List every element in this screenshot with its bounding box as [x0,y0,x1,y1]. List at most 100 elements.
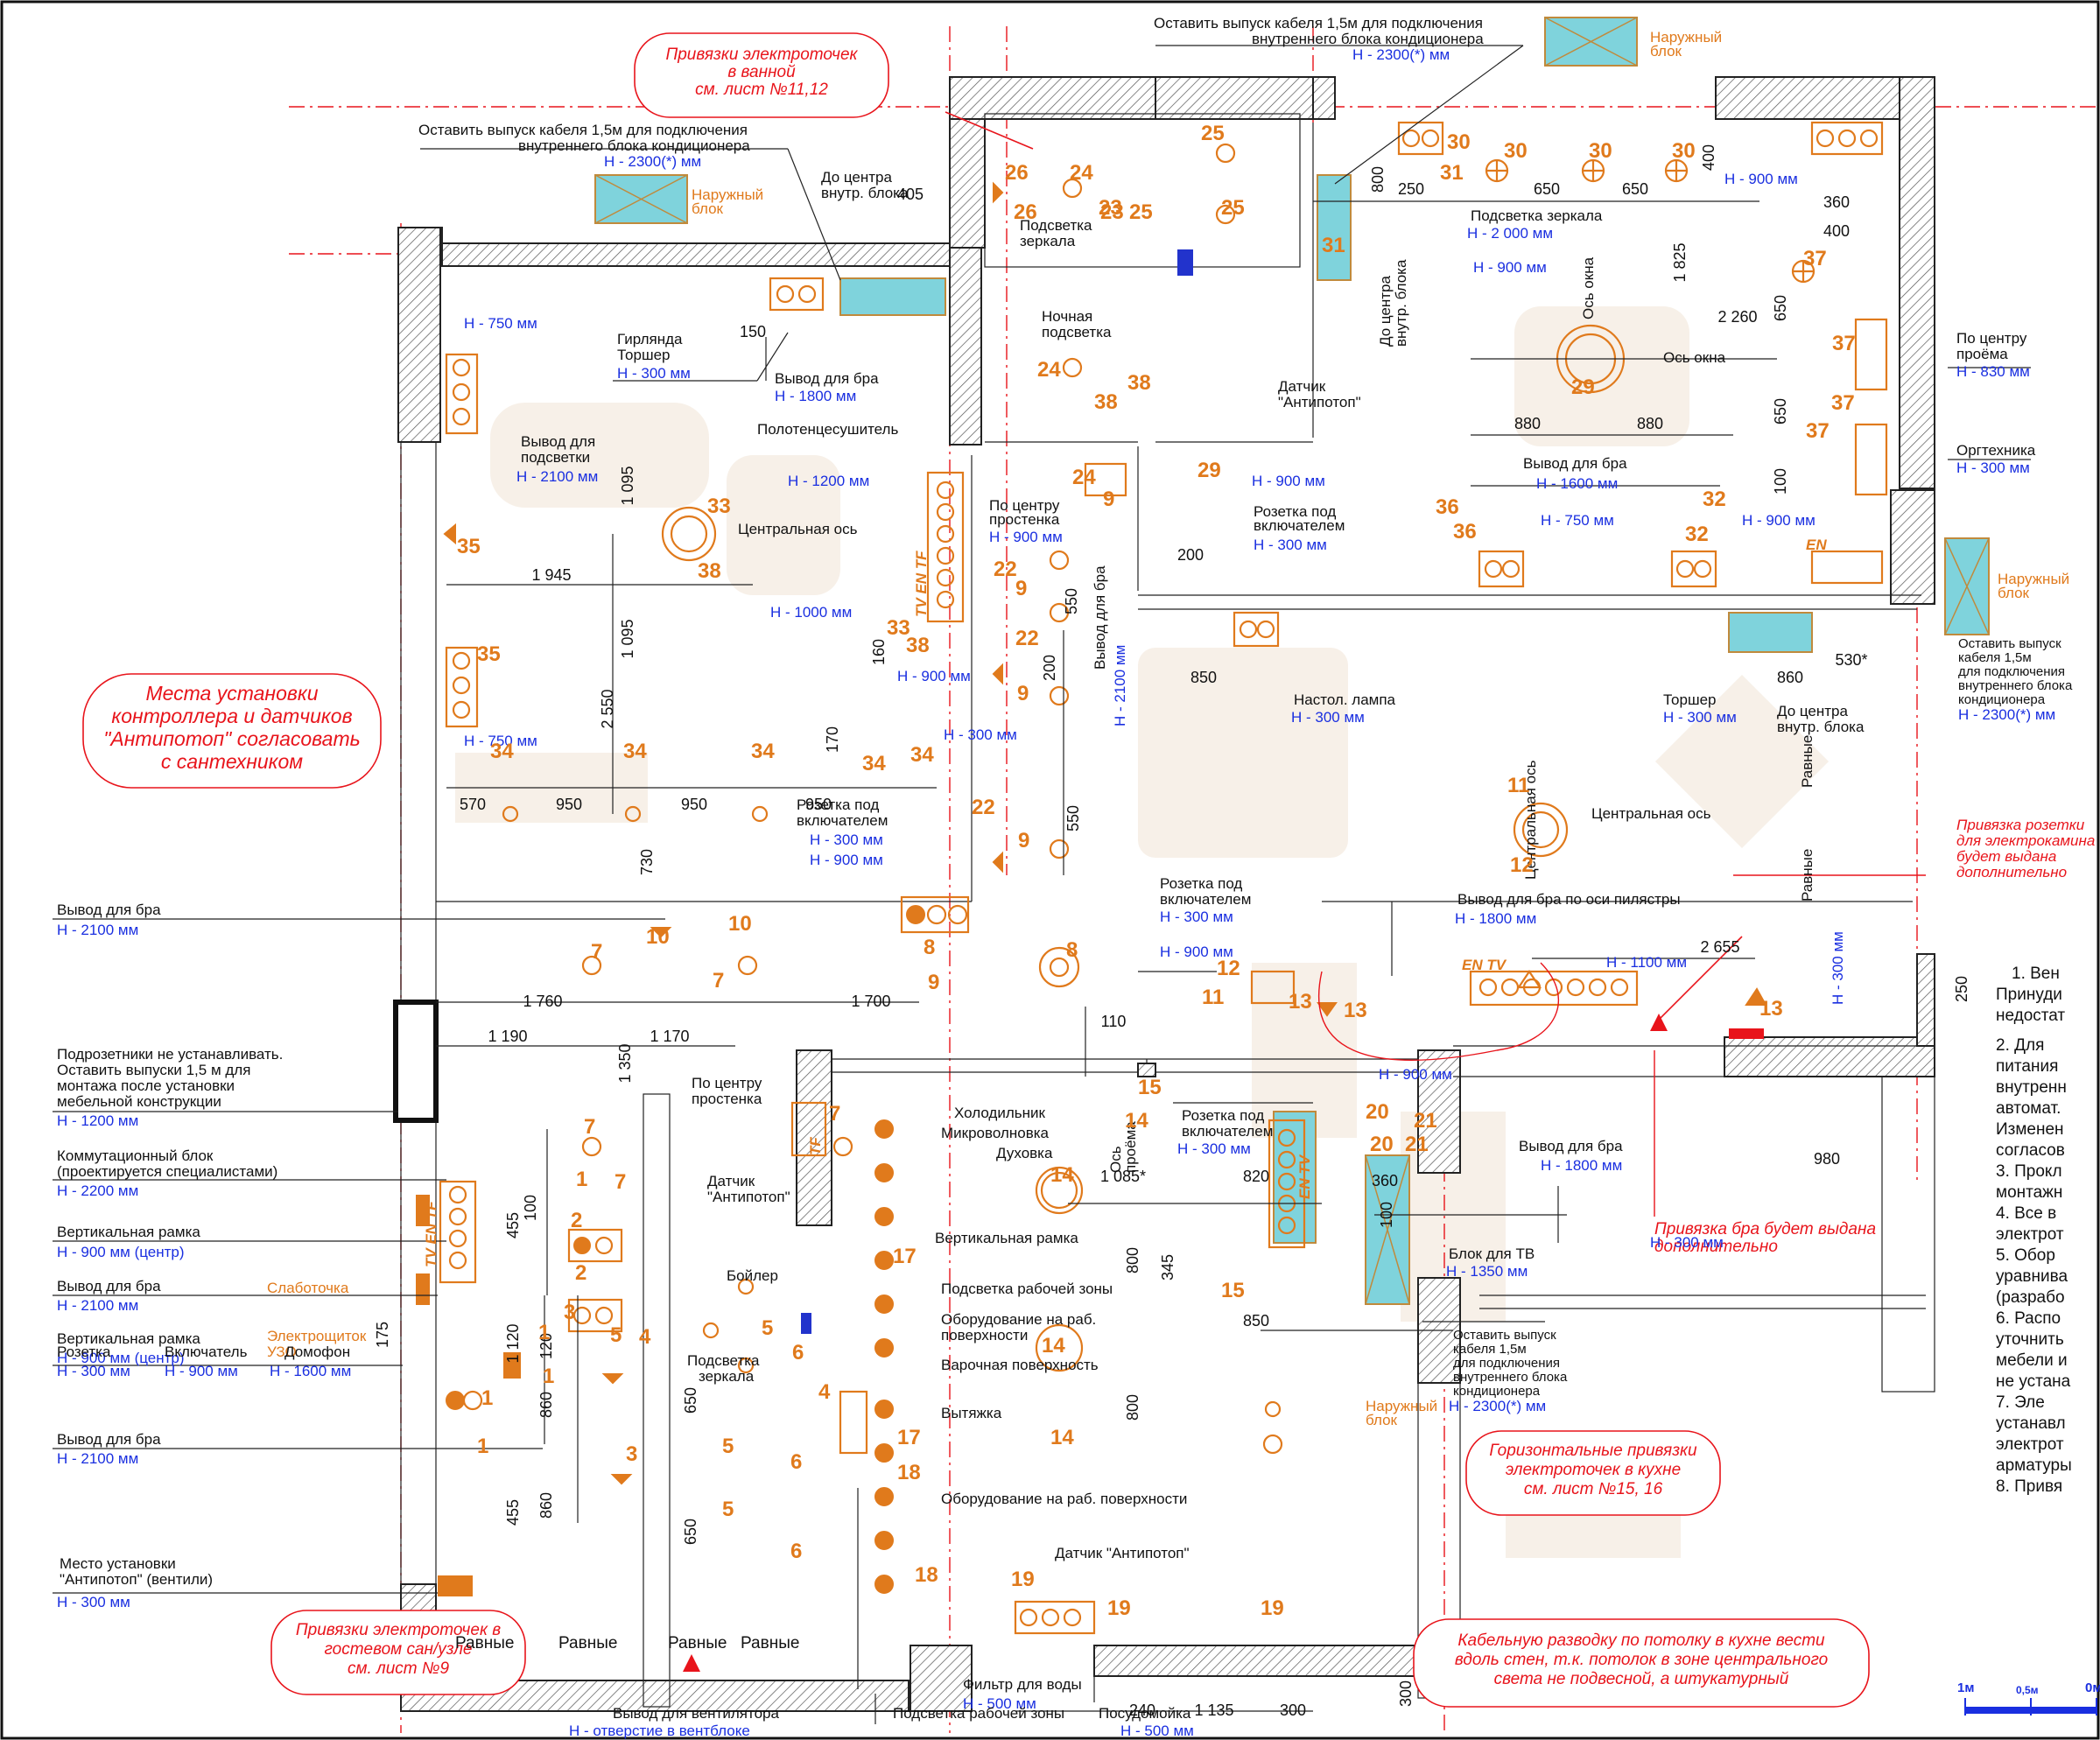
wall-light-outlets [443,181,1767,1485]
callout-text: До центра [1777,703,1849,719]
callout-text: Вытяжка [941,1405,1002,1421]
note-line: дополнительно [1956,864,2067,881]
callout-height: Н - 1350 мм [1446,1263,1528,1280]
note-line: 2. Для [1996,1036,2044,1055]
callout-height: Н - 900 мм [1742,512,1816,529]
device-number: 33 [887,616,910,640]
device-number: 34 [751,740,775,763]
device-number: 25 [1221,196,1245,220]
note-line: Горизонтальные привязки [1489,1442,1697,1460]
outdoor-label: Наружный [692,186,763,203]
device-number: 31 [1322,234,1345,257]
callout-height: Н - 1600 мм [1536,475,1618,492]
dim: 860 [537,1392,555,1418]
dim: 240 [1129,1701,1155,1719]
device-number: 13 [1759,997,1783,1021]
dim: 345 [1159,1254,1176,1280]
note-sockets-later: Привязка розетки для электрокамина будет… [1956,817,2095,881]
note-line: 3. Прокл [1996,1162,2062,1181]
dim: 650 [1622,180,1648,198]
callout-text: Розетка под [1254,503,1336,520]
note-line: 5. Обор [1996,1246,2055,1265]
device-number: 14 [1125,1109,1148,1133]
callout-text: Оборудование на раб. [941,1311,1096,1328]
callout-text: Розетка под [1182,1107,1264,1124]
device-number: 9 [1017,682,1029,705]
note-line: дополнительно [1654,1238,1778,1256]
outdoor-label: блок [692,200,724,217]
note-line: 1. Вен [2012,965,2060,983]
panel-box [416,1273,430,1305]
device-number: 35 [477,642,501,666]
note-line: с сантехником [161,750,303,773]
tv-en-tf-tag: TV EN TF [913,551,930,617]
socket-groups [439,121,1888,1635]
dim: 200 [1041,655,1058,681]
callout-text: для подключения [1958,664,2065,679]
callout-text: подсветки [521,449,590,466]
note-line: Кабельную разводку по потолку в кухне ве… [1457,1631,1825,1650]
callout-text: Ось [1107,1146,1124,1173]
device-number: 5 [610,1323,622,1347]
scale-bar [1964,1698,2097,1715]
note-line: устанавл [1996,1414,2066,1433]
socket-height: Н - 300 мм [57,1363,130,1379]
device-number: 36 [1453,520,1477,544]
device-number: 1 [538,1321,550,1344]
callout-text: Ночная [1042,308,1092,325]
callout-height: Н - 300 мм [1177,1140,1251,1157]
callout-text: Вывод для бра [775,370,879,387]
note-line: электрот [1996,1225,2064,1244]
dim: 730 [638,849,656,875]
callout-height: Н - 900 мм [1379,1066,1452,1083]
device-number: 6 [790,1540,802,1563]
device-number: 30 [1447,130,1471,154]
callout-height: Н - 2 000 мм [1467,225,1553,242]
note-line: внутренн [1996,1078,2067,1097]
callout-height: Н - 750 мм [464,733,537,749]
note-ceiling: Кабельную разводку по потолку в кухне ве… [1455,1631,1828,1688]
tf-tag: TF [807,1137,824,1155]
note-line: Принуди [1996,986,2062,1004]
device-number: 8 [1066,938,1078,962]
legend-height: Н - 2100 мм [57,1297,138,1314]
device-number: 11 [1507,774,1529,797]
device-number: 12 [1217,957,1240,980]
callout-text: Датчик [707,1173,755,1189]
note-line: уравнива [1996,1267,2068,1286]
callout-text: Подсветка [687,1352,760,1369]
device-number: 15 [1138,1076,1162,1099]
callout-text: кондиционера [1453,1384,1541,1399]
device-number: 14 [1042,1334,1065,1358]
small-fixtures [502,143,1816,1455]
callout-text: включателем [797,812,888,829]
outdoor-label: блок [1650,43,1682,60]
dim: 800 [1369,166,1387,193]
dim: 820 [1243,1168,1269,1185]
dim: 550 [1064,805,1082,831]
dim: 1 120 [504,1323,522,1363]
dim: 400 [1700,144,1717,171]
device-number: 37 [1803,247,1827,270]
callout-text: Вывод для вентилятора [613,1705,779,1722]
device-number: 37 [1806,419,1830,443]
device-number: 11 [1202,986,1224,1009]
dim: 100 [1772,468,1789,495]
dim: 880 [1637,415,1663,432]
device-number: 34 [490,740,514,763]
intercom-label: Домофон [284,1344,350,1360]
callout-text: внутр. блока [1393,259,1409,347]
dimension-lines [436,200,1777,1712]
dim: 175 [374,1322,391,1348]
callout-text: Варочная поверхность [941,1357,1099,1373]
legend-height: Н - 2100 мм [57,1450,138,1467]
callout-text: Подсветка рабочей зоны [893,1705,1064,1722]
scale-label: 1м [1957,1680,1974,1695]
dim: 650 [682,1519,699,1545]
device-number: 15 [1221,1279,1245,1302]
note-line: электроточек в кухне [1506,1461,1681,1479]
callout-height: Н - 900 мм [1252,473,1325,489]
leader-lines [53,45,2031,1724]
callout-text: Ось окна [1580,256,1597,319]
callout-text: Микроволновка [941,1125,1050,1141]
